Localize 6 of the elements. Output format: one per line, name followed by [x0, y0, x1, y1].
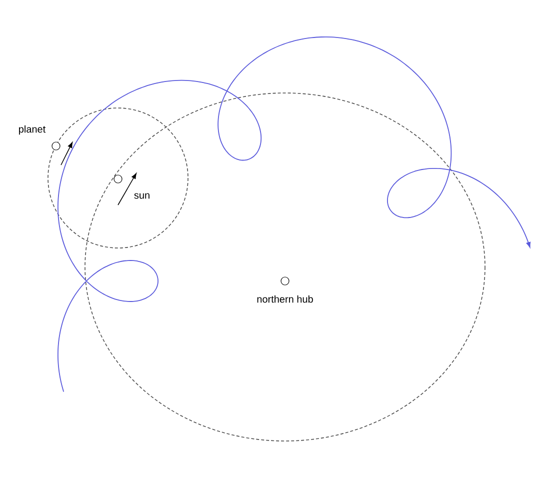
labeled-point: sun	[114, 174, 150, 199]
node-label: planet	[19, 125, 46, 135]
labeled-point: northern hub	[257, 276, 313, 303]
node-label: sun	[134, 193, 150, 199]
node-label: northern hub	[257, 295, 313, 303]
labeled-point: planet	[19, 125, 60, 150]
